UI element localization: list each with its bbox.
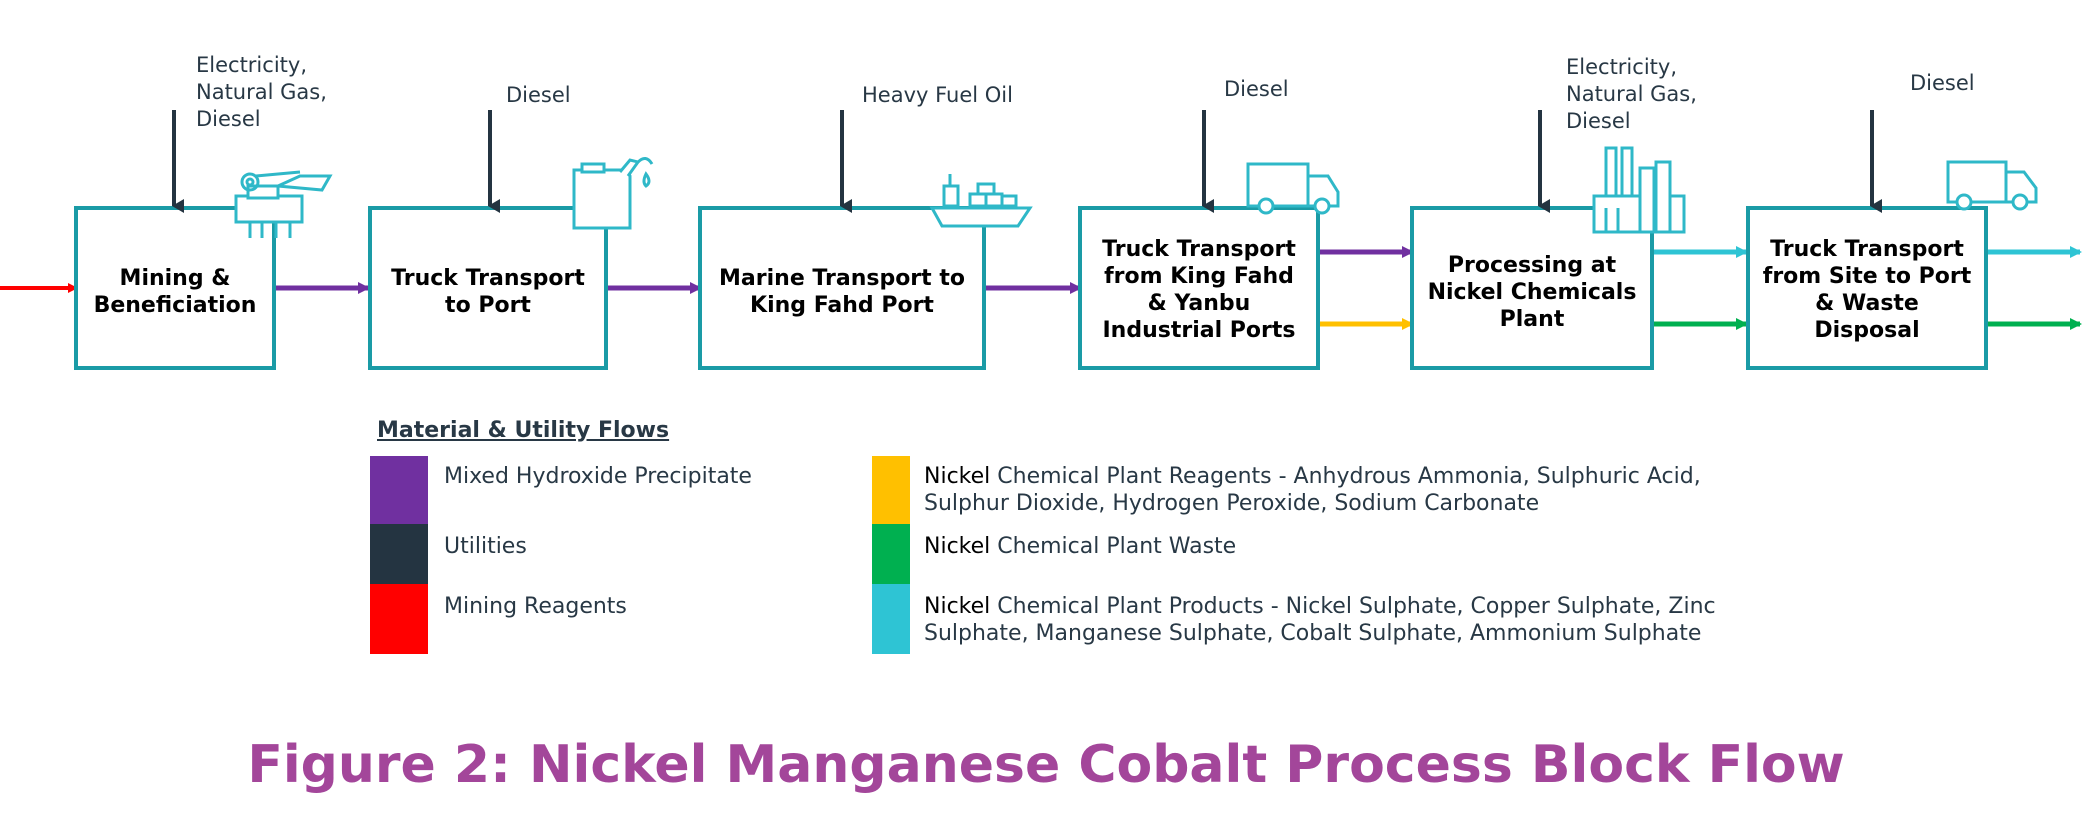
- legend-label-utilities: Utilities: [444, 534, 527, 559]
- fuel-can-icon: [572, 157, 654, 230]
- legend-swatch-waste: [872, 524, 910, 584]
- legend-swatch-mining-reagents: [370, 584, 428, 654]
- legend-title: Material & Utility Flows: [377, 418, 670, 443]
- legend-label-reagents: Nickel Chemical Plant Reagents - Anhydro…: [924, 464, 1701, 516]
- input-label: Electricity,Natural Gas,Diesel: [196, 53, 327, 131]
- legend-label-mhp: Mixed Hydroxide Precipitate: [444, 464, 752, 489]
- input-label: Diesel: [1910, 71, 1975, 95]
- process-block-mining: Electricity,Natural Gas,Diesel Mining &B…: [74, 53, 333, 370]
- input-label: Heavy Fuel Oil: [862, 83, 1013, 107]
- cargo-ship-icon: [929, 174, 1033, 228]
- block-label: Mining &Beneficiation: [94, 266, 257, 318]
- legend-swatch-reagents: [872, 456, 910, 524]
- input-label: Diesel: [506, 83, 571, 107]
- figure-caption: Figure 2: Nickel Manganese Cobalt Proces…: [247, 735, 1845, 795]
- truck-icon: [1246, 162, 1340, 215]
- excavator-icon: [234, 170, 333, 238]
- legend-swatch-mhp: [370, 456, 428, 524]
- legend-swatch-products: [872, 584, 910, 654]
- factory-icon: [1592, 146, 1686, 234]
- truck-icon: [1946, 160, 2038, 211]
- process-block-processing: Electricity,Natural Gas,Diesel Processin…: [1410, 55, 1697, 370]
- legend-swatch-utilities: [370, 524, 428, 584]
- legend-label-mining-reagents: Mining Reagents: [444, 594, 627, 619]
- input-label: Diesel: [1224, 77, 1289, 101]
- input-label: Electricity,Natural Gas,Diesel: [1566, 55, 1697, 133]
- legend-label-waste: Nickel Chemical Plant Waste: [924, 534, 1237, 559]
- legend-label-products: Nickel Chemical Plant Products - Nickel …: [924, 594, 1716, 646]
